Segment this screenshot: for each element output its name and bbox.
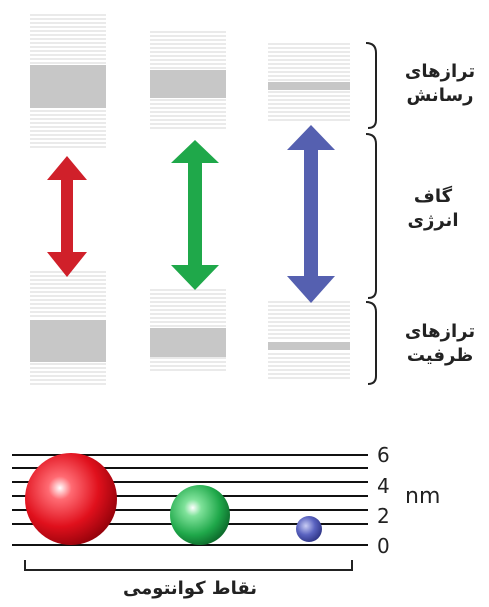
band-column-blue <box>268 43 350 379</box>
conduction-band-green <box>150 31 226 129</box>
dense-level-block <box>268 82 350 90</box>
valence-bracket <box>365 301 377 385</box>
scale-tick-2: 2 <box>377 504 390 528</box>
band-column-red <box>30 14 106 385</box>
dense-level-block <box>30 320 106 362</box>
valence-levels-label: ترازهای ظرفیت <box>395 320 485 369</box>
conduction-label-line2: رسانش <box>406 85 474 107</box>
dense-level-block <box>150 328 226 357</box>
band-column-green <box>150 31 226 371</box>
quantum-dots-bracket <box>24 560 353 571</box>
conduction-bracket <box>365 42 377 129</box>
scale-tick-4: 4 <box>377 474 390 498</box>
conduction-band-blue <box>268 43 350 121</box>
gap-bracket <box>365 133 377 299</box>
scale-tick-6: 6 <box>377 443 390 467</box>
blue-double-arrow-icon <box>287 125 335 303</box>
quantum-dots-label: نقاط کوانتومی <box>122 578 258 599</box>
energy-gap-label: گاف انرژی <box>398 185 468 234</box>
conduction-band-red <box>30 14 106 148</box>
conduction-label-line1: ترازهای <box>404 61 476 82</box>
gap-label-line2: انرژی <box>407 210 459 232</box>
dense-level-block <box>150 70 226 98</box>
scale-unit: nm <box>405 484 441 509</box>
conduction-levels-label: ترازهای رسانش <box>395 60 485 109</box>
scale-tick-0: 0 <box>377 534 390 558</box>
valence-label-line2: ظرفیت <box>406 345 474 367</box>
red-sphere-icon <box>25 453 117 545</box>
green-double-arrow-icon <box>171 140 219 290</box>
valence-band-blue <box>268 301 350 379</box>
green-sphere-icon <box>170 485 230 545</box>
valence-band-green <box>150 289 226 371</box>
dense-level-block <box>268 342 350 350</box>
gap-label-line1: گاف <box>413 186 453 207</box>
valence-label-line1: ترازهای <box>404 321 476 342</box>
red-double-arrow-icon <box>47 156 87 277</box>
dense-level-block <box>30 65 106 108</box>
blue-sphere-icon <box>296 516 322 542</box>
valence-band-red <box>30 271 106 385</box>
